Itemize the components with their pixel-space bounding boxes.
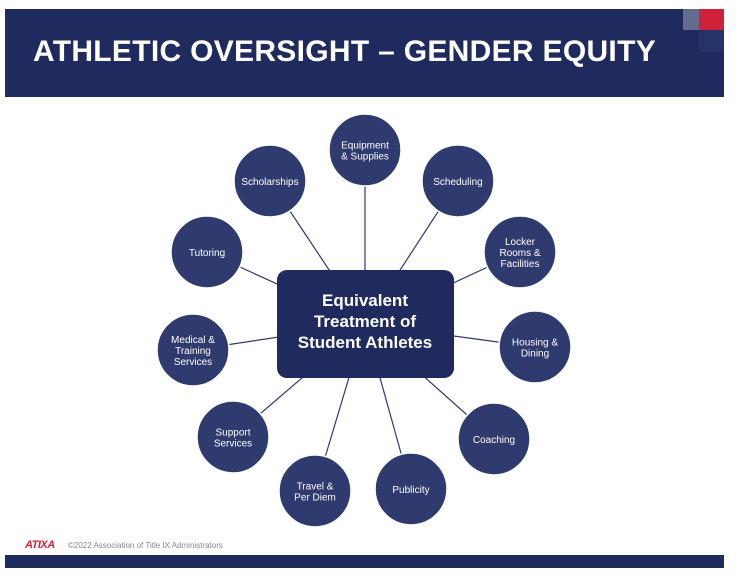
- topic-label: Locker: [505, 237, 536, 248]
- topic-label: Per Diem: [294, 493, 336, 504]
- topic-node: [457, 402, 531, 476]
- topic-node: [374, 452, 448, 526]
- topic-node: [483, 215, 557, 289]
- slide-title: ATHLETIC OVERSIGHT – GENDER EQUITY: [32, 35, 657, 68]
- topic-node: [278, 454, 352, 528]
- topic-label: Coaching: [473, 435, 515, 446]
- topic-label: Travel &: [297, 482, 334, 493]
- topic-label: Scholarships: [241, 177, 298, 188]
- atixa-logo: ATIXA: [25, 539, 55, 551]
- center-label: Equivalent: [322, 291, 408, 310]
- topic-label: Services: [174, 357, 212, 368]
- title-banner: ATHLETIC OVERSIGHT – GENDER EQUITY: [5, 9, 724, 97]
- topic-label: Dining: [521, 349, 549, 360]
- center-box: [277, 270, 454, 378]
- topic-node: [156, 313, 230, 387]
- topic-label: & Supplies: [341, 152, 389, 163]
- topic-label: Scheduling: [433, 177, 482, 188]
- topic-label: Services: [214, 439, 252, 450]
- decor-square-gray: [683, 9, 699, 30]
- decor-square-red: [699, 9, 724, 30]
- footer-bar: [5, 555, 724, 568]
- center-label: Student Athletes: [298, 333, 432, 352]
- topic-label: Support: [215, 428, 250, 439]
- topic-node: [233, 144, 307, 218]
- topic-label: Medical &: [171, 335, 215, 346]
- topic-node: [196, 400, 270, 474]
- copyright-text: ©2022 Association of Title IX Administra…: [68, 541, 223, 550]
- topic-label: Publicity: [392, 485, 429, 496]
- topic-label: Tutoring: [189, 248, 225, 259]
- topic-node: [170, 215, 244, 289]
- topic-label: Facilities: [501, 259, 540, 270]
- topic-node: [498, 310, 572, 384]
- center-label: Treatment of: [314, 312, 416, 331]
- decor-square-blue: [699, 30, 724, 52]
- topic-label: Training: [175, 346, 211, 357]
- topic-label: Rooms &: [499, 248, 540, 259]
- topic-label: Housing &: [512, 338, 558, 349]
- topic-label: Equipment: [341, 141, 389, 152]
- topic-node: [328, 113, 402, 187]
- topic-node: [421, 144, 495, 218]
